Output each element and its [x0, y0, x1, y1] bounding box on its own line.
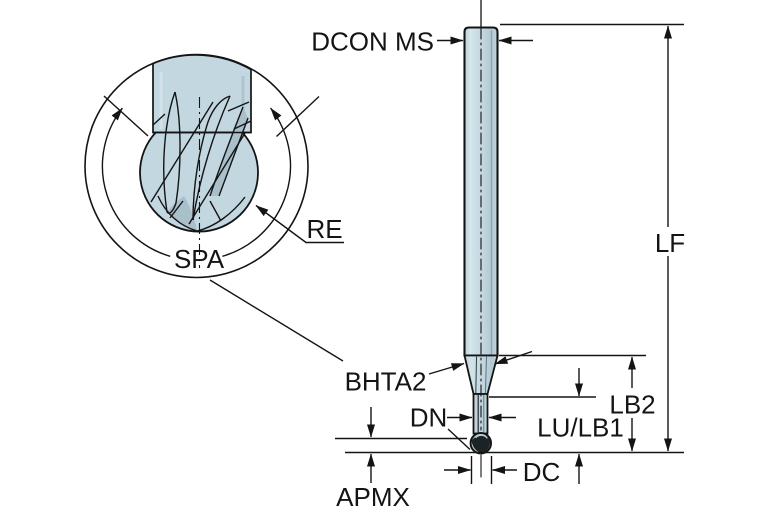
leader-arrow-bhta2-left: [428, 362, 465, 375]
label-spa: SPA: [174, 244, 225, 274]
flute-curve: [166, 91, 181, 214]
label-dcon-ms: DCON MS: [311, 27, 434, 57]
leader-re: [255, 204, 344, 244]
taper-flute-line-right: [484, 356, 487, 394]
detail-flutes: [150, 91, 252, 232]
label-re: RE: [306, 214, 342, 244]
facet-line: [169, 200, 184, 219]
spa-reference-tick-right: [276, 95, 320, 138]
label-apmx: APMX: [336, 482, 410, 512]
flute-curve: [209, 106, 244, 197]
right-notch-line: [227, 101, 250, 112]
flute-curve: [163, 91, 176, 213]
bottom-facet-curve: [196, 196, 246, 232]
left-notch-line: [152, 113, 166, 126]
ball-flute-dark: [471, 435, 490, 453]
label-lb2: LB2: [609, 390, 655, 420]
label-lf: LF: [655, 228, 685, 258]
ball-glint: [475, 434, 488, 439]
facet-line: [209, 200, 222, 222]
detail-callout-leader: [209, 279, 344, 362]
flute-gash-line: [188, 132, 246, 225]
label-bhta2: BHTA2: [345, 367, 427, 397]
label-lu-lb1: LU/LB1: [537, 413, 624, 443]
flute-gash-line: [150, 101, 214, 203]
detail-boundary-circle: [84, 53, 309, 279]
label-dn: DN: [410, 403, 448, 433]
leader-arrow-bhta2-right: [494, 350, 533, 365]
bottom-facet-curve: [157, 195, 198, 232]
spa-reference-tick-left: [103, 95, 149, 137]
taper-flute-line-left: [475, 356, 477, 394]
flute-curve: [192, 95, 231, 221]
label-dc: DC: [523, 457, 561, 487]
flute-curve: [192, 95, 231, 221]
flute-curve: [218, 117, 249, 197]
detail-view: [84, 53, 320, 279]
spa-arc-left: [101, 107, 171, 257]
right-notch-line: [233, 120, 252, 130]
tip-leader-line: [447, 428, 471, 451]
main-tool-view: [463, 0, 499, 478]
dimension-labels: DCON MS LF SPA RE BHTA2 DN LU/LB1 LB2 DC…: [174, 27, 685, 513]
dimension-lines: [209, 23, 684, 484]
